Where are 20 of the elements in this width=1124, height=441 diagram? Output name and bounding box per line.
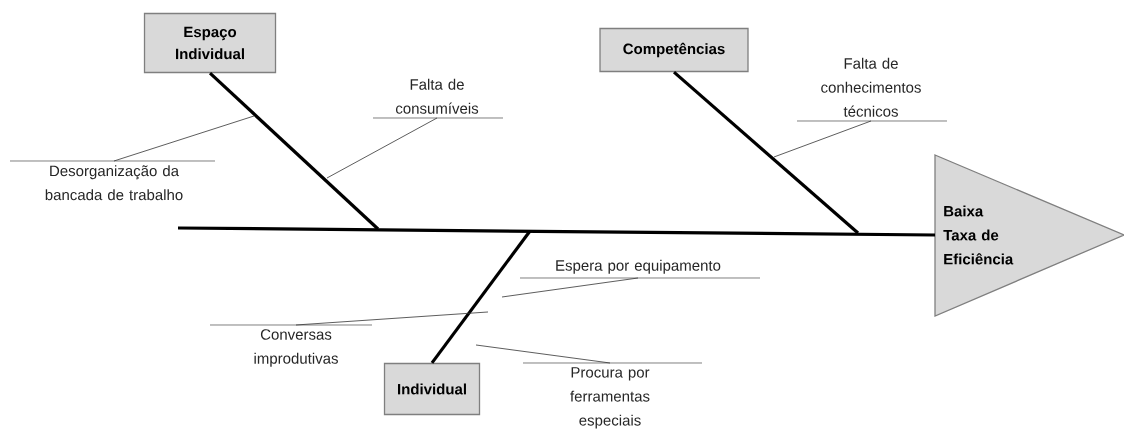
effect-triangle: Baixa Taxa de Eficiência (934, 154, 1124, 317)
bone-line (773, 120, 872, 158)
bone-line (430, 230, 532, 364)
category-box: Individual (383, 362, 481, 416)
category-box: Competências (599, 27, 749, 73)
bone-line (501, 277, 639, 298)
cause-label: Falta de consumíveis (395, 78, 479, 114)
cause-label: Conversas improdutivas (254, 329, 338, 367)
bone-line (672, 70, 860, 235)
cause-label: Procura por ferramentas especiais (570, 367, 650, 429)
bone-line (475, 344, 611, 364)
bone-line (113, 115, 255, 162)
category-box: Espaço Individual (143, 12, 277, 74)
cause-label: Falta de conhecimentos técnicos (821, 57, 921, 117)
bone-line (326, 117, 438, 179)
cause-label: Desorganização da bancada de trabalho (45, 165, 183, 201)
bone-line (178, 226, 935, 237)
bone-line (208, 71, 380, 231)
cause-label: Espera por equipamento (556, 259, 721, 274)
bone-line (295, 311, 489, 326)
